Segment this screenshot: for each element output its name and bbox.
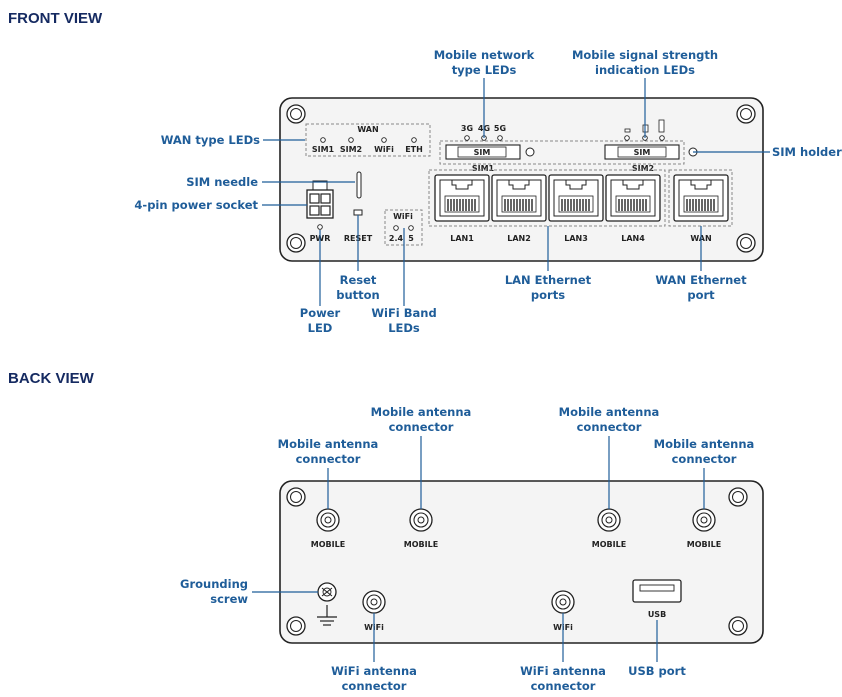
wan-led-sim2-label: SIM2: [340, 145, 362, 154]
mobile4-label: MOBILE: [687, 540, 721, 549]
lan1-label: LAN1: [450, 234, 474, 243]
screw-icon: [728, 487, 748, 507]
reset-button[interactable]: [353, 209, 363, 216]
led-icon: [659, 135, 665, 141]
wan-led-group: [305, 123, 431, 157]
callout-sim-needle: SIM needle: [186, 175, 258, 189]
screw-icon: [736, 104, 756, 124]
lan3-label: LAN3: [564, 234, 588, 243]
callout-power-led: Power LED: [299, 306, 341, 335]
wifi-antenna-connector-1[interactable]: [362, 590, 386, 614]
callout-power-socket: 4-pin power socket: [134, 198, 258, 212]
callout-lan-ethernet-ports: LAN Ethernet ports: [504, 273, 592, 302]
lan1-port[interactable]: [434, 174, 490, 222]
sim-area-group: [439, 140, 685, 165]
callout-wifi-antenna-1: WiFi antenna connector: [331, 664, 417, 693]
led-icon: [411, 137, 417, 143]
led-icon: [348, 137, 354, 143]
callout-mobile-antenna-3: Mobile antenna connector: [558, 405, 660, 434]
lan-port-group: [428, 169, 666, 227]
screw-icon: [286, 233, 306, 253]
mobile-antenna-connector-4[interactable]: [692, 508, 716, 532]
wifi-box-label: WiFi: [393, 212, 413, 221]
mobile-antenna-connector-3[interactable]: [597, 508, 621, 532]
back-view-title: BACK VIEW: [8, 370, 94, 387]
band-5-label: 5: [408, 234, 414, 243]
screw-icon: [736, 233, 756, 253]
mobile-antenna-connector-1[interactable]: [316, 508, 340, 532]
lan2-label: LAN2: [507, 234, 531, 243]
led-icon: [408, 225, 414, 231]
callout-wifi-antenna-2: WiFi antenna connector: [520, 664, 606, 693]
ground-symbol-icon: [317, 605, 337, 626]
led-5g-label: 5G: [494, 124, 506, 133]
led-icon: [497, 135, 503, 141]
callout-mobile-antenna-2: Mobile antenna connector: [370, 405, 472, 434]
callout-signal-strength-leds: Mobile signal strength indication LEDs: [571, 48, 719, 77]
callout-reset-button: Reset button: [336, 273, 380, 302]
mobile-antenna-connector-2[interactable]: [409, 508, 433, 532]
led-icon: [320, 137, 326, 143]
power-led-icon: [317, 224, 323, 230]
led-icon: [464, 135, 470, 141]
usb-label: USB: [648, 610, 666, 619]
wan-led-eth-label: ETH: [405, 145, 423, 154]
callout-wifi-band-leds: WiFi Band LEDs: [371, 306, 437, 335]
grounding-screw-icon[interactable]: [317, 582, 337, 602]
lan4-port[interactable]: [605, 174, 661, 222]
lan2-port[interactable]: [491, 174, 547, 222]
front-panel: WAN SIM1 SIM2 WiFi ETH 3G 4G 5G SIM SIM1…: [279, 97, 764, 262]
front-leader-lines: [262, 78, 770, 306]
mobile1-label: MOBILE: [311, 540, 345, 549]
signal-bar-icon: [624, 128, 631, 133]
sim-needle-icon: [356, 171, 362, 199]
mobile3-label: MOBILE: [592, 540, 626, 549]
signal-bar-icon: [658, 119, 665, 133]
led-icon: [393, 225, 399, 231]
screw-icon: [286, 104, 306, 124]
wifi-antenna-connector-2[interactable]: [551, 590, 575, 614]
callout-mobile-antenna-4: Mobile antenna connector: [653, 437, 755, 466]
wan-led-sim1-label: SIM1: [312, 145, 335, 154]
callout-wan-type-leds: WAN type LEDs: [160, 133, 260, 147]
led-icon: [624, 135, 630, 141]
sim2-slot-label: SIM: [634, 148, 651, 157]
screw-icon: [286, 616, 306, 636]
back-leader-lines: [252, 436, 705, 662]
led-icon: [381, 137, 387, 143]
callout-mobile-network-type-leds: Mobile network type LEDs: [433, 48, 535, 77]
callout-grounding-screw: Grounding screw: [180, 577, 248, 606]
wan-led-title: WAN: [357, 125, 378, 134]
screw-icon: [525, 147, 535, 157]
lan3-port[interactable]: [548, 174, 604, 222]
wan-port[interactable]: [673, 174, 729, 222]
lan4-label: LAN4: [621, 234, 645, 243]
mobile2-label: MOBILE: [404, 540, 438, 549]
front-view-title: FRONT VIEW: [8, 10, 103, 27]
sim1-label: SIM1: [472, 164, 495, 173]
back-panel: MOBILE MOBILE MOBILE MOBILE WiFi WiFi US…: [279, 480, 764, 644]
sim1-slot-label: SIM: [474, 148, 491, 157]
callout-wan-ethernet-port: WAN Ethernet port: [655, 273, 747, 302]
band-24-label: 2.4: [389, 234, 404, 243]
sim2-label: SIM2: [632, 164, 654, 173]
screw-icon: [286, 487, 306, 507]
led-3g-label: 3G: [461, 124, 473, 133]
callout-sim-holders: SIM holders: [772, 145, 842, 159]
callout-usb-port: USB port: [628, 664, 686, 678]
callout-mobile-antenna-1: Mobile antenna connector: [277, 437, 379, 466]
wan-led-wifi-label: WiFi: [374, 145, 394, 154]
screw-icon: [728, 616, 748, 636]
